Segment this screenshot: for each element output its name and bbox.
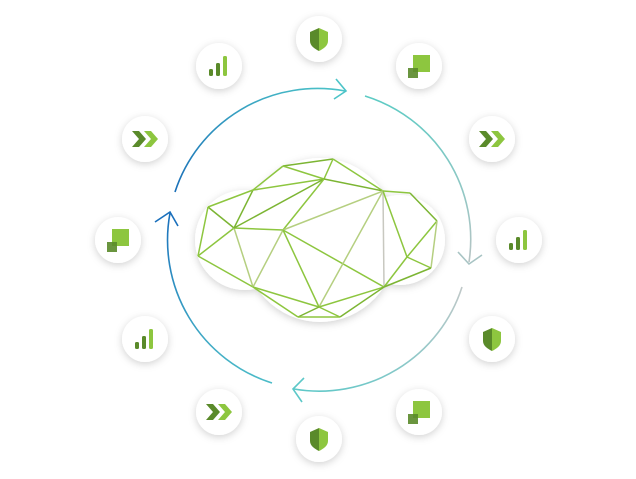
mesh-edge: [318, 306, 341, 318]
icon-badge: [469, 116, 515, 162]
icon-badge: [122, 316, 168, 362]
mesh-edge: [233, 227, 254, 288]
mesh-edge: [382, 190, 411, 194]
mesh-edge: [252, 286, 299, 318]
mesh-edge: [282, 229, 385, 288]
icon-ring: [95, 16, 542, 462]
bars-icon: [209, 56, 227, 76]
shield-icon: [310, 28, 328, 51]
mesh-edge: [282, 178, 325, 231]
icon-badge: [469, 316, 515, 362]
mesh-edge: [406, 256, 432, 269]
mesh-edge: [252, 165, 284, 191]
cycle-arrows: [154, 78, 483, 403]
chevrons-icon: [206, 404, 232, 420]
mesh-edge: [383, 256, 408, 288]
icon-badge: [396, 43, 442, 89]
mesh-edge: [323, 158, 334, 180]
mesh-edge: [430, 220, 438, 269]
icon-badge: [122, 116, 168, 162]
squares-icon: [408, 401, 430, 424]
mesh-edge: [233, 189, 254, 229]
icon-badge: [95, 217, 141, 263]
arrowhead-left: [154, 210, 179, 227]
chevrons-icon: [132, 131, 158, 147]
mesh-edge: [233, 227, 284, 231]
mesh-edge: [318, 286, 385, 308]
mesh-edge: [197, 255, 254, 288]
mesh-edge: [207, 206, 235, 229]
icon-badge: [296, 16, 342, 62]
mesh-edge: [323, 178, 384, 192]
arc-left: [166, 212, 273, 384]
mesh-edge: [409, 192, 438, 222]
icon-badge: [196, 389, 242, 435]
icon-badge: [296, 416, 342, 462]
shield-icon: [483, 328, 501, 351]
cloud-mesh: [197, 158, 438, 318]
mesh-edge: [197, 227, 235, 257]
mesh-edge: [282, 190, 384, 231]
mesh-edge: [252, 178, 325, 191]
icon-badge: [196, 43, 242, 89]
shield-icon: [310, 428, 328, 451]
mesh-edge: [383, 267, 432, 288]
mesh-edge: [282, 158, 334, 167]
mesh-edge: [233, 178, 325, 229]
mesh-edge: [207, 189, 254, 208]
mesh-edge: [382, 190, 408, 258]
mesh-edge: [339, 286, 385, 318]
bars-icon: [135, 329, 153, 349]
mesh-edge: [282, 229, 320, 308]
cloud: [195, 158, 445, 322]
bars-icon: [509, 230, 527, 250]
mesh-edge: [197, 206, 209, 257]
mesh-edge: [318, 190, 384, 308]
mesh-edge: [297, 306, 320, 318]
arc-right: [364, 95, 472, 263]
mesh-edge: [382, 190, 385, 288]
mesh-edge: [332, 158, 384, 192]
chevrons-icon: [479, 131, 505, 147]
arrowhead-right: [457, 251, 483, 266]
arc-bottom: [293, 286, 463, 392]
arrowhead-top: [333, 78, 348, 100]
squares-icon: [408, 55, 430, 78]
mesh-edge: [282, 165, 325, 180]
mesh-edge: [406, 220, 438, 258]
squares-icon: [107, 229, 129, 252]
mesh-edge: [252, 286, 320, 308]
arc-top-left: [174, 87, 346, 193]
icon-badge: [396, 389, 442, 435]
mesh-edge: [252, 229, 284, 288]
icon-badge: [496, 217, 542, 263]
arrowhead-bottom: [291, 377, 305, 403]
